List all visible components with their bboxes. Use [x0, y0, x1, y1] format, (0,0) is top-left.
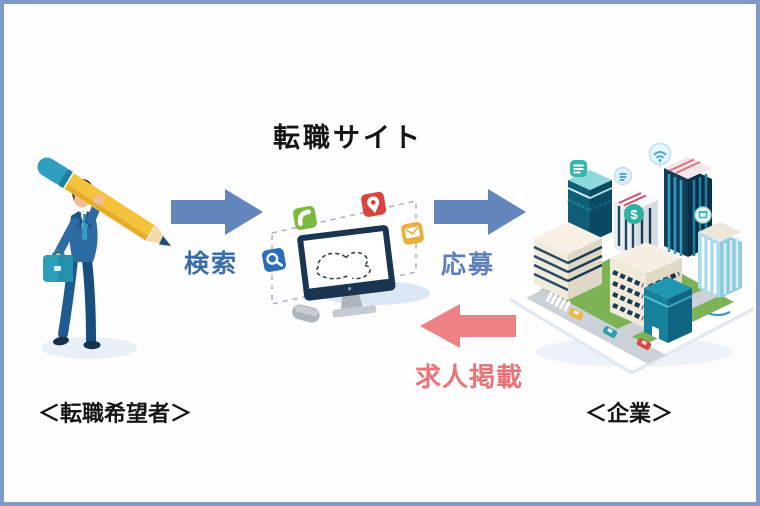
- dollar-glyph: $: [630, 207, 638, 222]
- map-pin-icon: [361, 191, 387, 217]
- briefcase: [43, 249, 73, 282]
- search-arrow: [171, 189, 263, 235]
- building-icon: [613, 166, 633, 186]
- company-caption: ＜企業＞: [585, 401, 674, 426]
- job-site-illustration: [262, 191, 430, 323]
- search-icon: [262, 248, 286, 272]
- job-seeker-illustration: [37, 157, 171, 359]
- chat-icon: [570, 160, 587, 177]
- apply-arrow: [434, 189, 526, 235]
- search-label: 検索: [184, 250, 239, 278]
- company-city-illustration: $: [510, 142, 754, 374]
- mouse: [292, 304, 320, 323]
- mail-icon: [401, 222, 424, 245]
- phone-icon: [293, 206, 317, 230]
- city-badges: $: [570, 142, 712, 224]
- desktop-monitor: [297, 225, 396, 318]
- handshake-motif: [315, 251, 372, 280]
- wifi-icon: [648, 142, 672, 168]
- post-label: 求人掲載: [415, 362, 524, 392]
- shop-icon: [694, 206, 712, 224]
- apply-label: 応募: [441, 251, 496, 279]
- dollar-icon: $: [624, 204, 644, 224]
- page-title: 転職サイト: [273, 123, 423, 153]
- post-arrow: [420, 304, 516, 348]
- hand-gripping-pencil: [94, 195, 104, 205]
- pencil: [37, 157, 171, 246]
- seeker-caption: ＜転職希望者＞: [38, 401, 193, 426]
